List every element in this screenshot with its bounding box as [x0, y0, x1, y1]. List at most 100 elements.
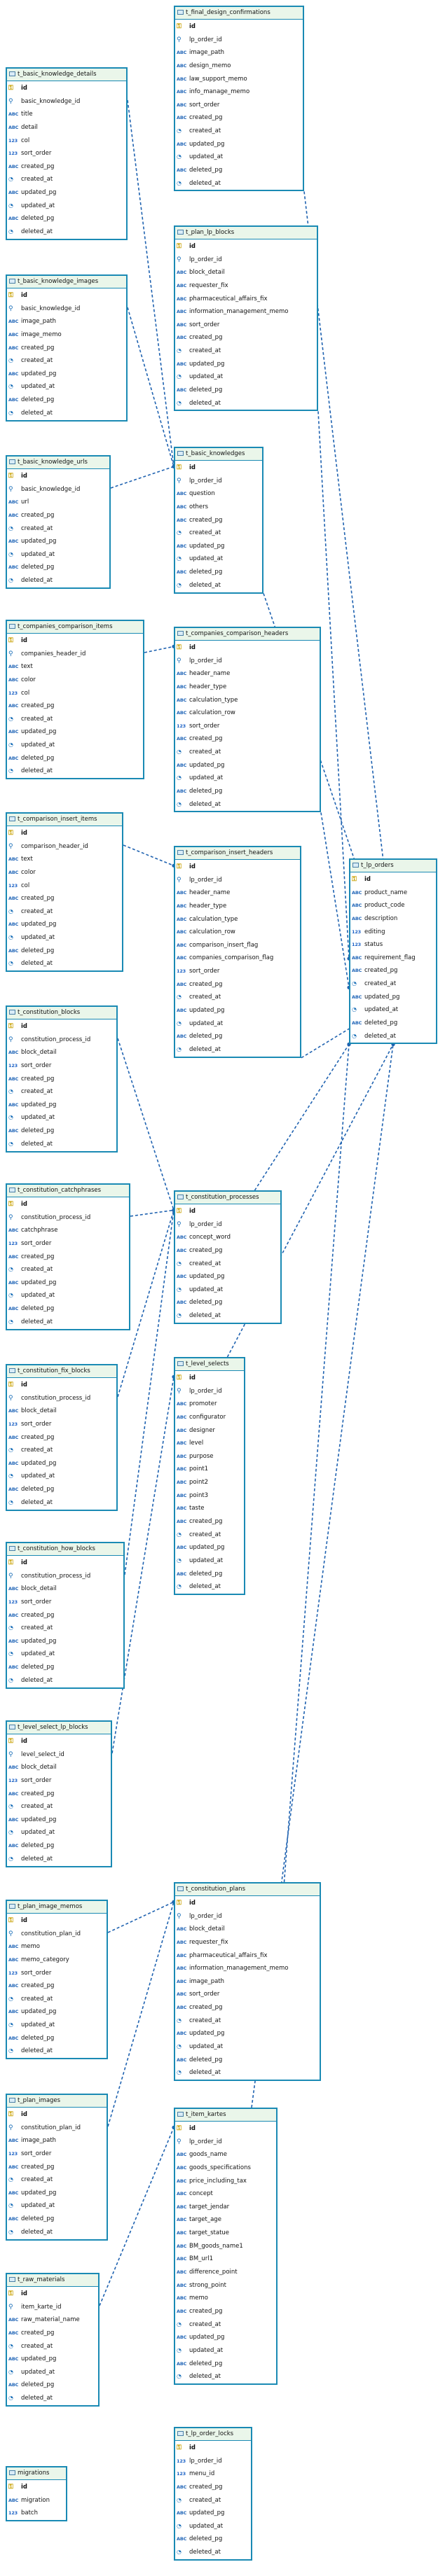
- column-row[interactable]: ◔deleted_at: [175, 2546, 251, 2559]
- column-row[interactable]: ⚿id: [7, 2481, 66, 2494]
- column-row[interactable]: ◔updated_at: [7, 200, 126, 213]
- column-row[interactable]: ⚲lp_order_id: [175, 1218, 280, 1232]
- column-row[interactable]: ⚿id: [7, 1020, 116, 1033]
- column-row[interactable]: ⚲companies_header_id: [7, 648, 143, 661]
- table-header[interactable]: t_lp_order_locks: [175, 2428, 251, 2441]
- column-row[interactable]: ◔deleted_at: [175, 397, 317, 410]
- column-row[interactable]: ◔deleted_at: [7, 1316, 129, 1329]
- column-row[interactable]: ◔created_at: [7, 713, 143, 726]
- column-row[interactable]: ◔deleted_at: [7, 2045, 107, 2058]
- column-row[interactable]: ⚲basic_knowledge_id: [7, 302, 126, 316]
- table-t-constitution-how-blocks[interactable]: t_constitution_how_blocks⚿id⚲constitutio…: [6, 1542, 125, 1689]
- table-header[interactable]: t_basic_knowledge_urls: [7, 457, 109, 469]
- column-row[interactable]: ⚿id: [175, 461, 262, 475]
- column-row[interactable]: ⚲comparison_header_id: [7, 840, 122, 854]
- column-row[interactable]: ◔created_at: [7, 1263, 129, 1276]
- column-row[interactable]: ⚲lp_order_id: [175, 253, 317, 267]
- table-t-companies-comparison-items[interactable]: t_companies_comparison_items⚿id⚲companie…: [6, 620, 144, 780]
- column-row[interactable]: ⚿id: [7, 2288, 98, 2301]
- column-row[interactable]: ◔updated_at: [7, 548, 109, 562]
- table-header[interactable]: t_constitution_how_blocks: [7, 1543, 123, 1556]
- column-row[interactable]: ◔updated_at: [175, 772, 320, 785]
- column-row[interactable]: ⚿id: [175, 2442, 251, 2455]
- column-row[interactable]: ◔deleted_at: [7, 407, 126, 420]
- column-row[interactable]: ⚲basic_knowledge_id: [7, 483, 109, 496]
- column-row[interactable]: ◔updated_at: [175, 1017, 300, 1031]
- column-row[interactable]: ◔updated_at: [350, 1003, 436, 1017]
- column-row[interactable]: ⚿id: [175, 1372, 244, 1385]
- column-row[interactable]: ◔created_at: [175, 1529, 244, 1542]
- column-row[interactable]: ◔created_at: [350, 977, 436, 991]
- column-row[interactable]: ◔created_at: [175, 991, 300, 1004]
- column-row[interactable]: ⚲constitution_process_id: [7, 1033, 116, 1047]
- column-row[interactable]: ⚲lp_order_id: [175, 475, 262, 488]
- column-row[interactable]: ◔updated_at: [175, 2040, 320, 2054]
- table-t-companies-comparison-headers[interactable]: t_companies_comparison_headers⚿id⚲lp_ord…: [174, 627, 321, 813]
- column-row[interactable]: ◔updated_at: [175, 2520, 251, 2533]
- column-row[interactable]: ⚲constitution_plan_id: [7, 2122, 107, 2135]
- table-header[interactable]: t_constitution_blocks: [7, 1007, 116, 1019]
- column-row[interactable]: ⚿id: [175, 2122, 276, 2136]
- column-row[interactable]: ◔updated_at: [7, 2019, 107, 2032]
- table-header[interactable]: t_item_kartes: [175, 2109, 276, 2122]
- table-header[interactable]: t_raw_materials: [7, 2274, 98, 2287]
- table-t-constitution-blocks[interactable]: t_constitution_blocks⚿id⚲constitution_pr…: [6, 1005, 118, 1153]
- column-row[interactable]: ◔created_at: [175, 2494, 251, 2507]
- column-row[interactable]: ◔created_at: [175, 2014, 320, 2028]
- table-header[interactable]: t_basic_knowledge_images: [7, 276, 126, 288]
- column-row[interactable]: ◔deleted_at: [7, 2226, 107, 2239]
- column-row[interactable]: ⚲lp_order_id: [175, 34, 303, 47]
